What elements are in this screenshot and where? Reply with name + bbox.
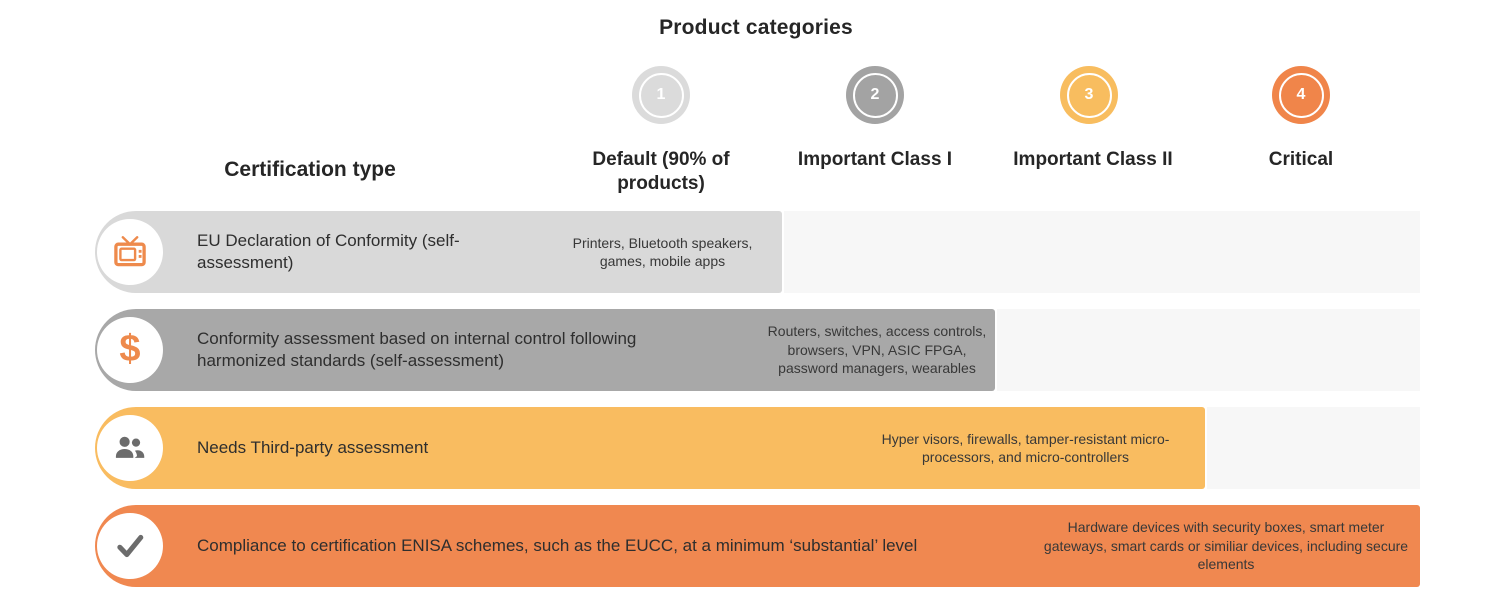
row-bar [95,309,995,391]
category-badge-important-class-2: 3 [1060,66,1118,124]
certification-type-header: Certification type [224,158,396,181]
page-title: Product categories [659,16,853,39]
table-row-eu-declaration: EU Declaration of Conformity (self-asses… [0,211,1504,293]
table-row-third-party: Needs Third-party assessment Hyper visor… [0,407,1504,489]
tv-icon [114,236,146,267]
category-badge-default: 1 [632,66,690,124]
row-bar [95,407,1205,489]
row-icon-circle [97,415,163,481]
product-examples: Hardware devices with security boxes, sm… [1043,519,1409,573]
row-background-strip [997,309,1420,391]
certification-type-label: Needs Third-party assessment [197,437,429,457]
certification-type-label: Conformity assessment based on internal … [197,328,637,370]
table-row-internal-control: $ Conformity assessment based on interna… [0,309,1504,391]
row-icon-circle: $ [97,317,163,383]
row-background-strip [1207,407,1420,489]
category-number: 2 [852,72,898,118]
product-examples: Printers, Bluetooth speakers, games, mob… [572,234,753,269]
row-icon-circle [97,219,163,285]
row-bar [95,211,782,293]
category-label-important-class-1: Important Class I [797,149,953,170]
category-number: 1 [638,72,684,118]
category-badge-important-class-1: 2 [846,66,904,124]
certification-type-label: Compliance to certification ENISA scheme… [197,535,918,555]
category-number: 4 [1278,72,1324,118]
certification-type-label: EU Declaration of Conformity (self-asses… [197,230,460,272]
people-icon [115,436,145,458]
row-icon-circle [97,513,163,579]
category-label-important-class-2: Important Class II [1013,149,1173,170]
row-bar [95,505,1420,587]
dollar-icon: $ [119,327,141,370]
category-badge-critical: 4 [1272,66,1330,124]
check-icon [117,534,144,558]
product-examples: Hyper visors, firewalls, tamper-resistan… [881,430,1170,465]
table-row-enisa-certification: Compliance to certification ENISA scheme… [0,505,1504,587]
row-background-strip [784,211,1420,293]
category-number: 3 [1066,72,1112,118]
category-label-critical: Critical [1268,149,1334,170]
category-label-default: Default (90% of products) [592,149,730,194]
product-examples: Routers, switches, access controls, brow… [767,323,987,377]
